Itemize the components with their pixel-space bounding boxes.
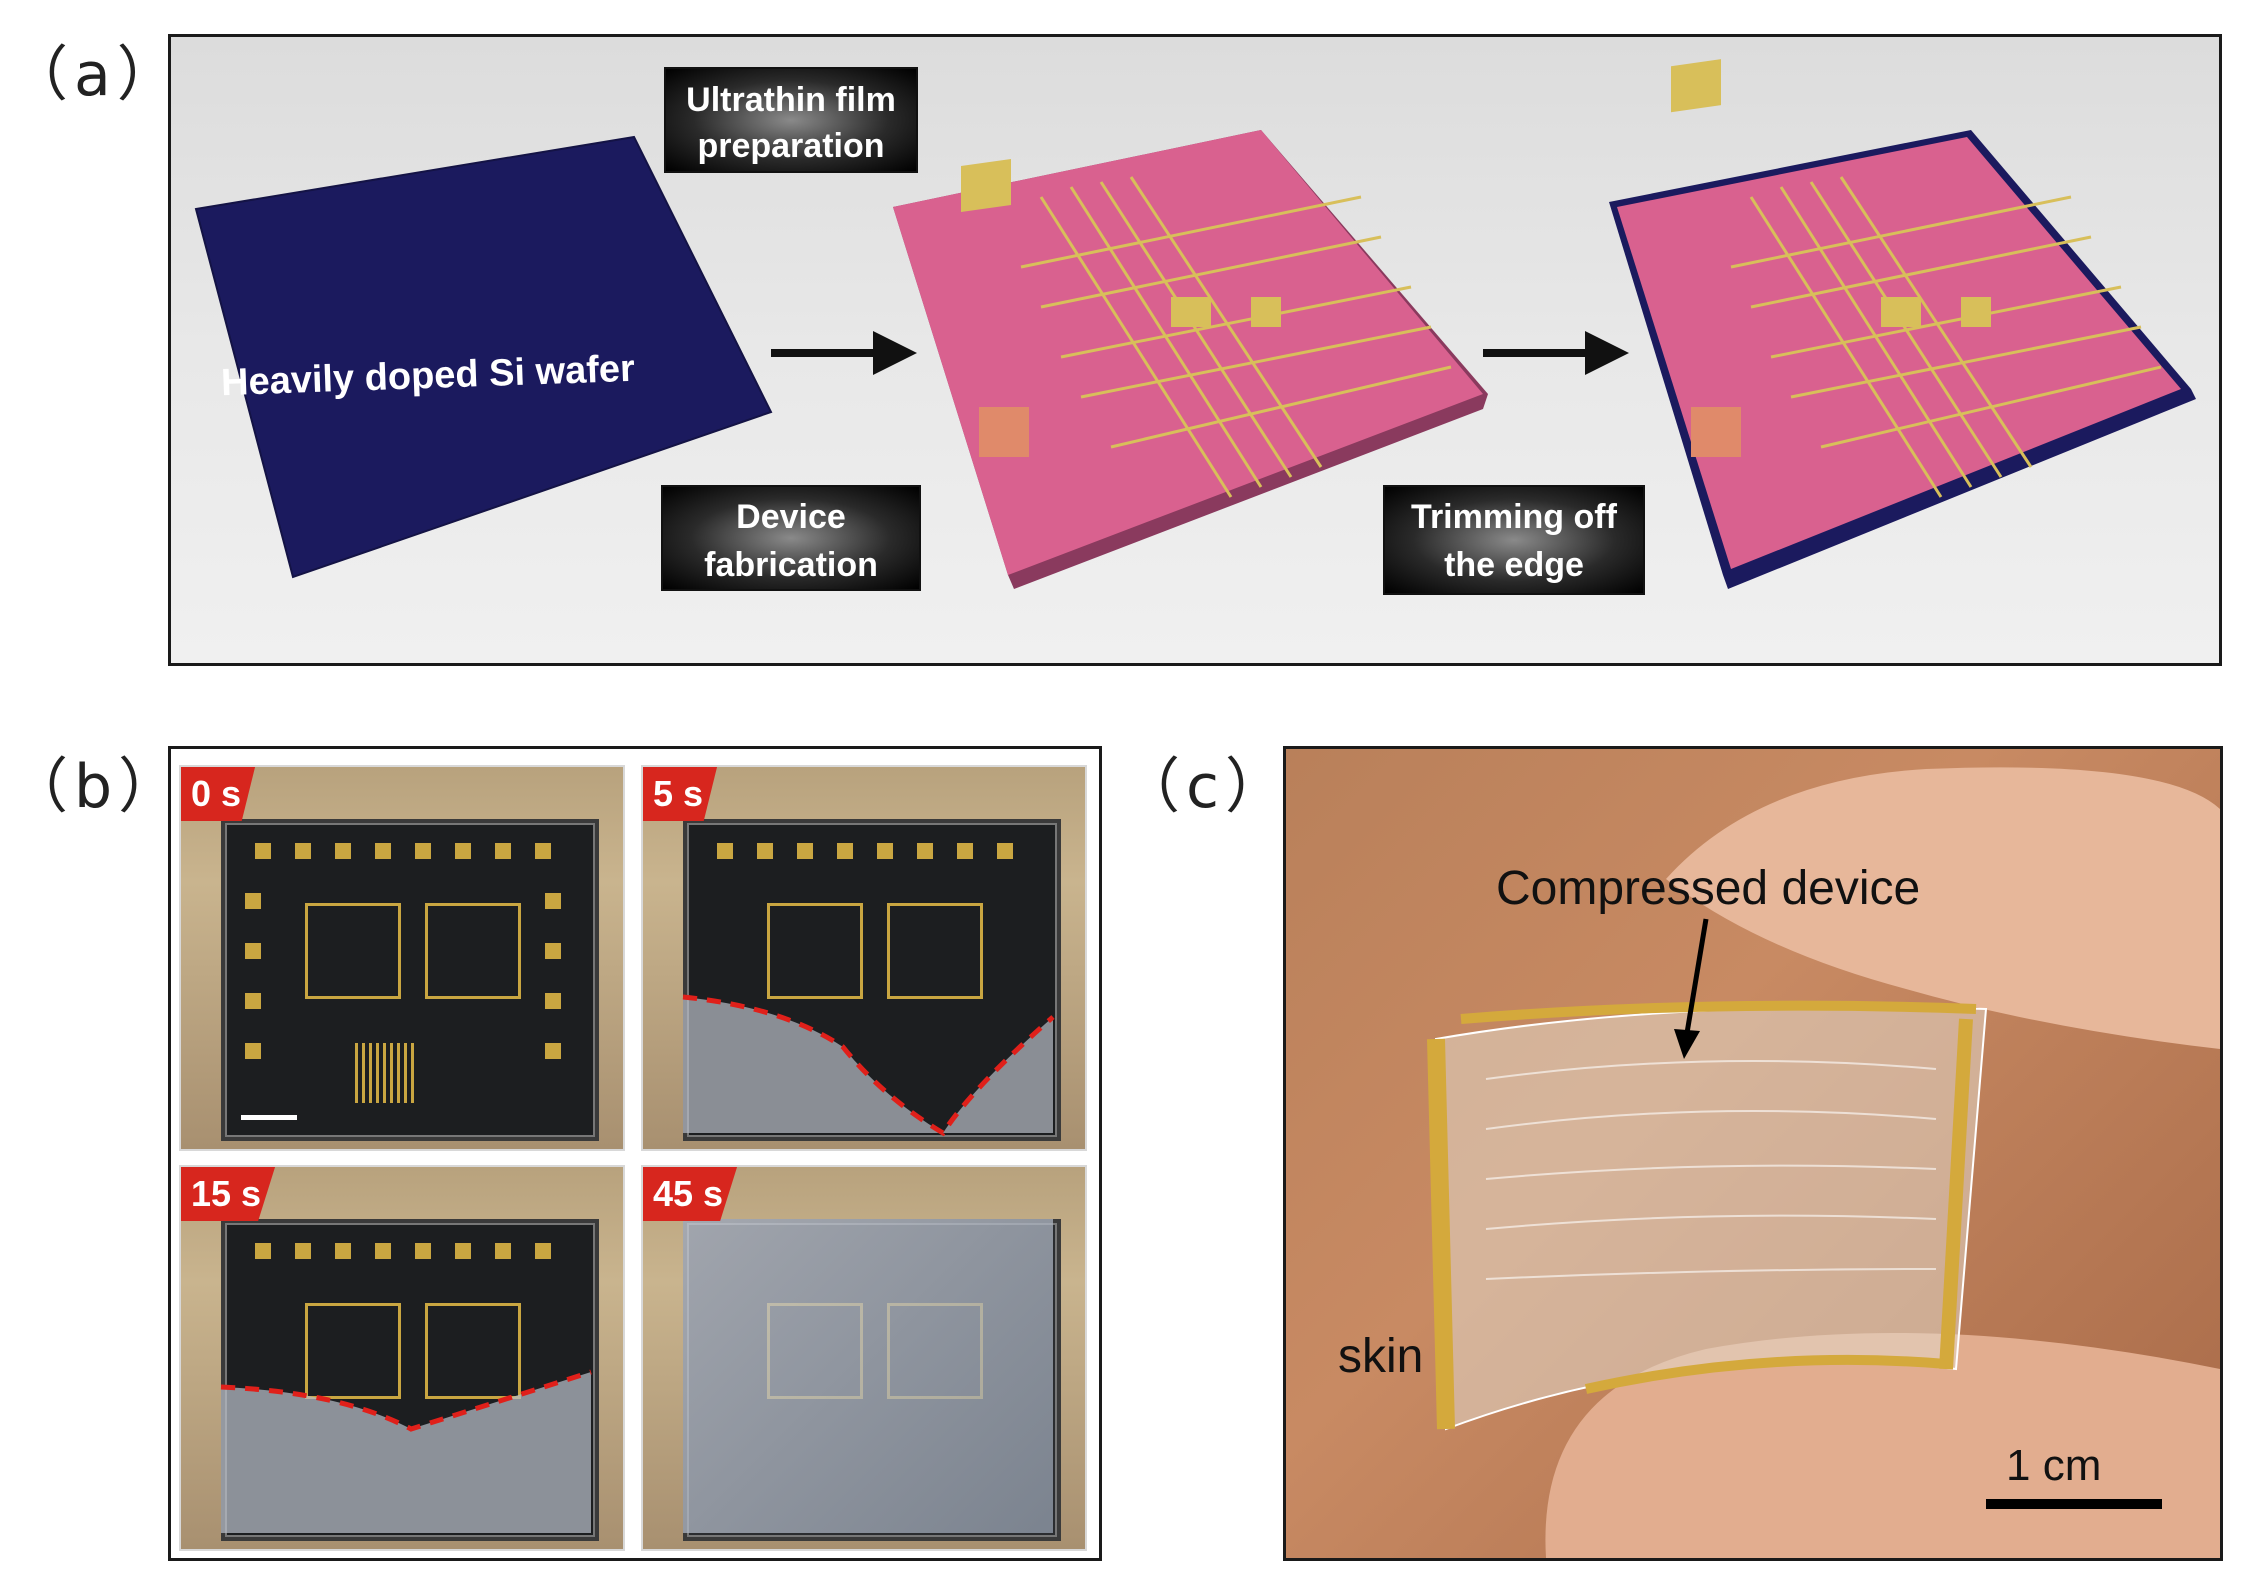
upper-finger (1666, 767, 2220, 1049)
circuit-2-square (1691, 407, 1741, 457)
time-badge-0s: 0 s (181, 767, 256, 821)
process-schematic (194, 59, 2196, 589)
photo-45s: 45 s (641, 1165, 1087, 1551)
chip-0s (221, 819, 599, 1141)
time-badge-15s: 15 s (181, 1167, 276, 1221)
time-badge-5s: 5 s (643, 767, 718, 821)
panel-a-label: （a） (8, 40, 183, 110)
photo-5s: 5 s (641, 765, 1087, 1151)
scale-bar-c (1986, 1499, 2162, 1509)
gold-edge-bottom (1584, 1354, 1947, 1394)
panel-b-frame: 0 s 5 s 15 s (168, 746, 1102, 1561)
circuit-2 (1730, 176, 2162, 498)
arrow-1-shaft (771, 349, 881, 357)
time-badge-45s: 45 s (643, 1167, 738, 1221)
peel-front-5s (682, 994, 1055, 1137)
circuit-1-square (979, 407, 1029, 457)
device-arrow-shaft (1683, 918, 1709, 1040)
photo-15s: 15 s (179, 1165, 625, 1551)
photo-0s: 0 s (179, 765, 625, 1151)
gold-edge-left (1427, 1038, 1455, 1430)
film-45s (683, 1219, 1053, 1533)
gold-edge-top (1460, 1000, 1977, 1024)
skin-photo (1427, 767, 2220, 1558)
panel-b-label: （b） (8, 752, 185, 822)
arrow-2-head (1585, 331, 1629, 375)
skin-label: skin (1338, 1330, 1424, 1383)
compressed-device-label: Compressed device (1496, 862, 1921, 915)
device-arrow-head (1674, 1029, 1700, 1059)
scale-bar-b (241, 1115, 297, 1120)
arrow-1-head (873, 331, 917, 375)
panel-c-frame: Compressed device skin 1 cm (1283, 746, 2223, 1561)
circuit-1-pads (961, 158, 1281, 327)
peel-front-15s (220, 1369, 592, 1533)
film-1 (893, 130, 1483, 575)
arrow-2-shaft (1483, 349, 1593, 357)
circuit-2-pads (1671, 59, 1991, 327)
circuit-1 (1020, 176, 1452, 498)
gold-edge-right (1939, 1018, 1973, 1370)
film-2 (1617, 137, 2181, 569)
si-wafer (194, 135, 773, 579)
wrinkles (1485, 1060, 1937, 1280)
panel-c-label: （c） (1120, 752, 1291, 822)
scale-label: 1 cm (2006, 1441, 2102, 1490)
